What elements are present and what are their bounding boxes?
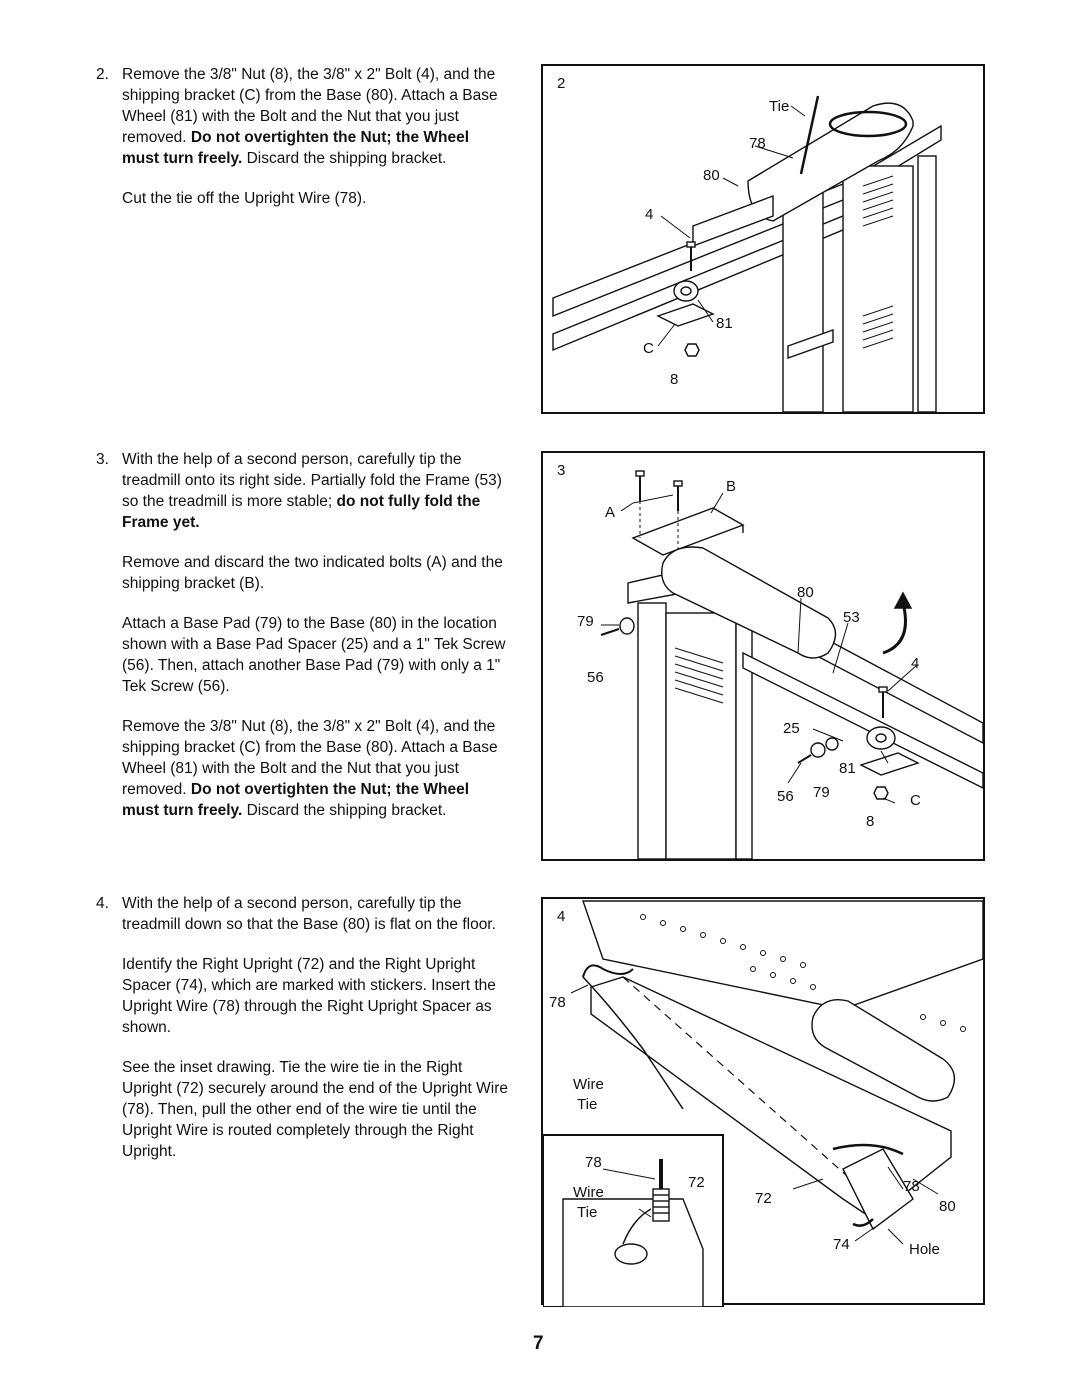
figure-2-drawing: 2 Tie 78 80 4 81 C 8 [552, 75, 942, 413]
label-79: 79 [813, 784, 830, 801]
label-a: A [605, 504, 615, 521]
label-c: C [643, 340, 654, 357]
label-78: 78 [549, 994, 566, 1011]
label-79: 79 [577, 613, 594, 630]
label-tie: Tie [769, 98, 789, 115]
step-4: 4. With the help of a second person, car… [96, 893, 508, 1181]
step-number: 4. [96, 895, 109, 912]
figure-3-drawing: 3 B A 80 79 53 4 56 25 81 56 79 C 8 [557, 462, 984, 860]
label-25: 25 [783, 720, 800, 737]
label-tie: Tie [577, 1204, 597, 1221]
step-paragraph: Identify the Right Upright (72) and the … [122, 956, 496, 1036]
label-56: 56 [587, 669, 604, 686]
label-hole: Hole [909, 1241, 940, 1258]
figure-4-number: 4 [557, 908, 565, 925]
label-tie: Tie [577, 1096, 597, 1113]
label-72: 72 [755, 1190, 772, 1207]
step-number: 2. [96, 66, 109, 83]
label-81: 81 [716, 315, 733, 332]
label-wire: Wire [573, 1076, 604, 1093]
figure-4-drawing: 4 78 Wire Tie 78 Wire Tie 72 72 78 80 74… [543, 900, 984, 1307]
step-number: 3. [96, 451, 109, 468]
label-74: 74 [833, 1236, 850, 1253]
figure-3: 3 B A 80 79 53 4 56 25 81 56 79 C 8 [541, 451, 985, 861]
label-wire: Wire [573, 1184, 604, 1201]
step-paragraph: Remove and discard the two indicated bol… [122, 554, 503, 592]
figure-3-number: 3 [557, 462, 565, 479]
figure-2-number: 2 [557, 75, 565, 92]
label-8: 8 [866, 813, 874, 830]
step-paragraph: Remove the 3/8" Nut (8), the 3/8" x 2" B… [122, 718, 498, 819]
step-2: 2. Remove the 3/8" Nut (8), the 3/8" x 2… [96, 64, 508, 228]
label-80: 80 [797, 584, 814, 601]
label-53: 53 [843, 609, 860, 626]
figure-4: 4 78 Wire Tie 78 Wire Tie 72 72 78 80 74… [541, 897, 985, 1307]
step-paragraph: Remove the 3/8" Nut (8), the 3/8" x 2" B… [122, 66, 498, 167]
step-paragraph: Attach a Base Pad (79) to the Base (80) … [122, 615, 506, 695]
label-81: 81 [839, 760, 856, 777]
label-78: 78 [585, 1154, 602, 1171]
label-8: 8 [670, 371, 678, 388]
label-72: 72 [688, 1174, 705, 1191]
step-paragraph: See the inset drawing. Tie the wire tie … [122, 1059, 508, 1160]
label-78: 78 [749, 135, 766, 152]
figure-2: 2 Tie 78 80 4 81 C 8 [541, 64, 985, 414]
step-paragraph: With the help of a second person, carefu… [122, 895, 496, 933]
label-80: 80 [939, 1198, 956, 1215]
label-c: C [910, 792, 921, 809]
label-4: 4 [645, 206, 653, 223]
label-78: 78 [903, 1178, 920, 1195]
label-80: 80 [703, 167, 720, 184]
label-4: 4 [911, 655, 919, 672]
page-number: 7 [533, 1333, 544, 1354]
label-b: B [726, 478, 736, 495]
label-56: 56 [777, 788, 794, 805]
step-3: 3. With the help of a second person, car… [96, 449, 508, 840]
step-paragraph: Cut the tie off the Upright Wire (78). [122, 190, 367, 207]
step-paragraph: With the help of a second person, carefu… [122, 451, 502, 531]
